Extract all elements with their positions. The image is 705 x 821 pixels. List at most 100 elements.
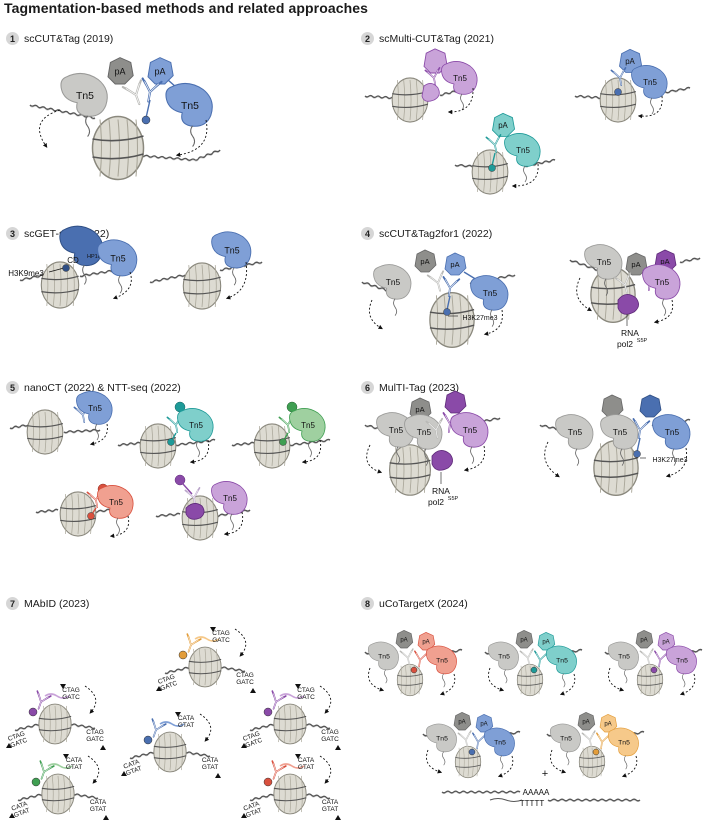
pa-shape: [475, 714, 494, 733]
nucleosome-groove: [205, 498, 208, 538]
nucleosome-body: [253, 423, 291, 469]
enzyme-shape: [373, 264, 412, 300]
nucleosome-groove: [459, 295, 462, 345]
linker: [145, 99, 151, 119]
nucleosome-groove: [630, 80, 633, 120]
nucleosome: [578, 745, 606, 779]
panel-label: scMulti-CUT&Tag (2021): [379, 32, 494, 45]
sequence-bottom: GATC: [62, 694, 80, 701]
pa-shape: [601, 394, 624, 418]
cut-site-marker: [63, 754, 69, 759]
dna-strand: [441, 790, 521, 794]
pa-shape: [619, 48, 643, 73]
tag-bead: [279, 438, 287, 446]
nucleosome-groove: [65, 494, 67, 534]
nucleosome-groove: [53, 264, 55, 306]
panel-label: uCoTargetX (2024): [379, 597, 468, 610]
dna-strand: [155, 514, 181, 518]
nucleosome: [253, 423, 291, 469]
nucleosome-groove: [587, 747, 589, 777]
antibody-highlight: [415, 652, 426, 667]
pa-shape: [444, 252, 467, 276]
polyt-label: TTTTT: [520, 799, 545, 808]
dna-strand: [364, 94, 396, 100]
nucleosome: [40, 261, 80, 309]
antibody-highlight: [655, 652, 666, 667]
nucleosome-groove: [605, 80, 607, 120]
linker: [48, 267, 65, 273]
nucleosome-body: [599, 77, 637, 123]
antibody-highlight: [273, 693, 284, 709]
dna-strand: [218, 666, 246, 673]
enzyme-label: Tn5: [386, 277, 401, 287]
antibody: [414, 650, 429, 668]
pa-shape: [423, 48, 448, 74]
dna-strand: [249, 723, 277, 732]
pa-protein: pA: [619, 48, 643, 73]
adapter-dna: [490, 309, 495, 327]
pa-protein: pA: [515, 630, 534, 649]
adapter-dna: [662, 298, 667, 316]
adapter-dna: [116, 517, 120, 535]
dna-strand: [303, 723, 331, 730]
dna-strand: [249, 794, 277, 802]
cut-arrow: [301, 439, 322, 465]
enzyme-shape: [652, 414, 691, 450]
cut-site-marker: [295, 684, 301, 689]
tn5-green: Tn5: [289, 408, 326, 458]
pa-protein: pA: [417, 632, 436, 651]
enzyme-shape: [404, 414, 443, 450]
dna-strand: [68, 723, 96, 730]
nucleosome-dna-wrap: [183, 276, 221, 295]
s5p-superscript: S5P: [448, 496, 459, 502]
nucleosome-groove: [51, 775, 54, 813]
nucleosome-groove: [57, 775, 60, 813]
enzyme-shape: [165, 82, 213, 127]
pa-protein: [423, 48, 448, 74]
antibody-highlight: [125, 83, 140, 105]
dna-strand: [63, 430, 101, 434]
nucleosome-groove: [212, 498, 215, 538]
cut-arrow: [369, 299, 383, 330]
tag-bead: [87, 512, 95, 520]
antibody-highlight: [488, 136, 500, 153]
enzyme-shape: [555, 414, 594, 450]
antibody: [610, 67, 627, 86]
antibody: [425, 417, 444, 439]
cut-arrow: [368, 667, 385, 692]
antibody-shape: [654, 650, 669, 668]
enzyme-label: Tn5: [597, 257, 612, 267]
pa-label: pA: [420, 257, 429, 266]
nucleosome-body: [429, 292, 475, 348]
nucleosome: [182, 262, 222, 310]
antibody-highlight: [427, 69, 439, 86]
enzyme-label: Tn5: [181, 101, 199, 112]
enzyme-shape: [600, 414, 639, 450]
panel-2-header: 2 scMulti-CUT&Tag (2021): [361, 32, 494, 45]
tag-bead: [28, 707, 38, 717]
pa-shape: [107, 57, 134, 85]
pa-protein: pA: [625, 252, 648, 276]
enzyme-label: Tn5: [618, 654, 630, 661]
pa-protein: pA: [635, 630, 654, 649]
sequence-top: CATA: [202, 757, 219, 764]
antibody-highlight: [41, 763, 52, 779]
nucleosome-groove: [649, 665, 652, 695]
tag-bead: [62, 264, 70, 272]
nucleosome-groove: [170, 426, 173, 466]
adapter-dna: [308, 440, 312, 458]
sequence-bottom: GTAT: [90, 806, 106, 813]
antibody-highlight: [535, 652, 546, 667]
nucleosome-body: [139, 423, 177, 469]
dna-strand: [117, 443, 141, 447]
adapter-dna: [460, 93, 464, 111]
nucleosome-groove: [46, 775, 48, 813]
cut-arrow: [550, 749, 567, 774]
panel-1-header: 1 scCUT&Tag (2019): [6, 32, 113, 45]
antibody-highlight: [444, 279, 458, 296]
cut-arrow: [463, 445, 486, 472]
panel-number: 3: [6, 227, 19, 240]
nucleosome-dna-wrap: [188, 658, 222, 675]
